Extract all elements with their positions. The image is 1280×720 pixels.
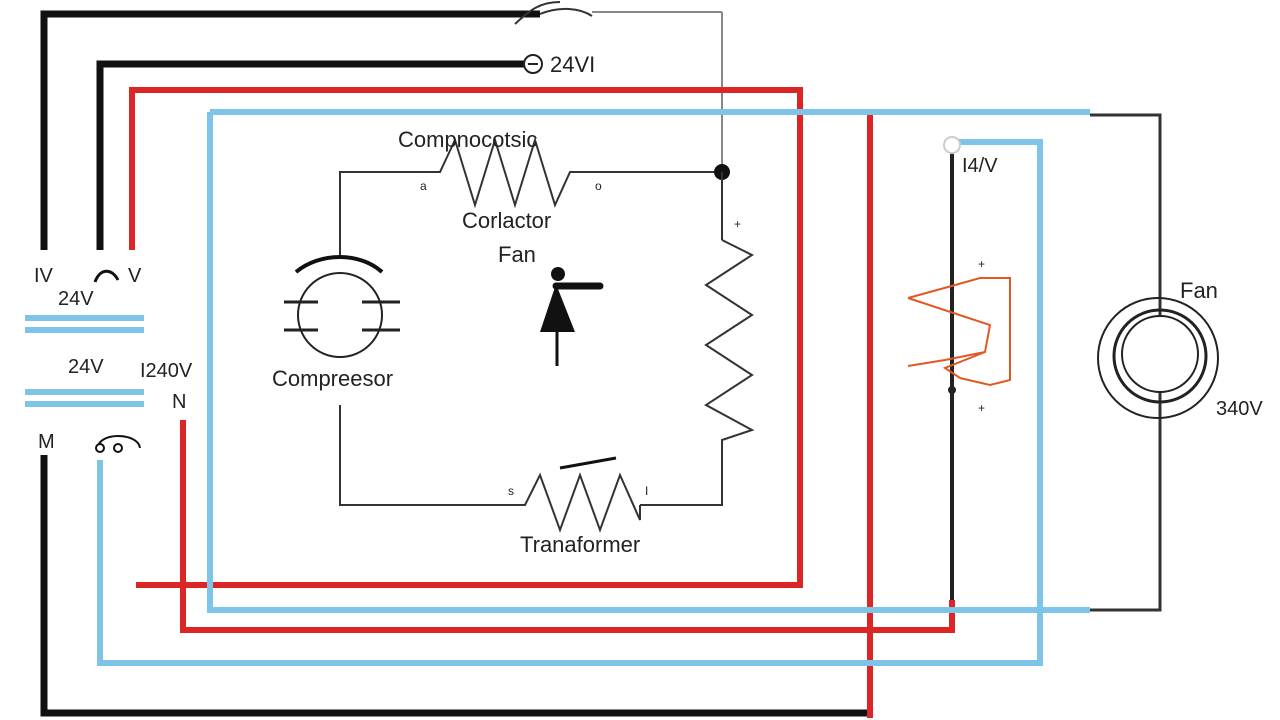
black-wire-outer-lower: [40, 455, 870, 717]
inner-circuit-top: [339, 171, 420, 255]
blue-wire-outer: [97, 139, 1043, 666]
connector-dot-b: [113, 443, 123, 453]
fan-motor-ring: [1112, 308, 1208, 404]
top-voltage-label: 24VI: [550, 52, 595, 77]
red-wire-lower: [180, 420, 955, 633]
compressor-contact-label: Compnocotsic: [398, 127, 537, 152]
plus-upper: +: [978, 257, 985, 271]
connector-left-top: [93, 269, 120, 283]
plus-lower: +: [978, 401, 985, 415]
resistor-right: [640, 239, 755, 506]
compressor-arc: [294, 255, 384, 274]
fan-voltage-label: 340V: [1216, 398, 1263, 420]
fan-right-label: Fan: [1180, 278, 1218, 303]
left-240v-label: I240V: [140, 360, 193, 382]
switch-symbol: [514, 1, 593, 25]
junction-right-top: [943, 136, 961, 154]
blue-wire-left: [207, 112, 1090, 613]
resistor-top: [420, 136, 722, 209]
orange-element: [907, 277, 1011, 387]
left-1v-label: IV: [34, 265, 54, 287]
fan-body: [540, 284, 575, 332]
red-wire-loop: [129, 87, 803, 588]
terminal-mark-3: s: [508, 484, 514, 498]
fan-head: [551, 267, 565, 281]
connector-dot-a: [95, 443, 105, 453]
terminal-mark-4: I: [645, 484, 648, 498]
black-wire-inner: [96, 60, 525, 250]
compressor-label: Compreesor: [272, 366, 393, 391]
fan-center-label: Fan: [498, 242, 536, 267]
left-n-label: N: [172, 391, 186, 413]
black-wire-outer: [40, 10, 540, 250]
compressor-circle: [297, 272, 383, 358]
left-v-label: V: [128, 265, 142, 287]
plus-right-resistor: +: [734, 217, 741, 231]
junction-lower-right: [948, 386, 956, 394]
fan-motor-inner: [1121, 315, 1199, 393]
fan-motor-outer: [1097, 297, 1219, 419]
transformer-switch: [559, 456, 617, 470]
compressor-bar-left: [284, 300, 318, 332]
left-24v-label-a: 24V: [58, 288, 94, 310]
left-24v-label-b: 24V: [68, 356, 104, 378]
terminal-mark-1: a: [420, 179, 427, 193]
left-m-label: M: [38, 431, 55, 453]
transformer-label: Tranaformer: [520, 532, 640, 557]
terminal-mark-2: o: [595, 179, 602, 193]
resistor-bottom: [339, 405, 641, 533]
compressor-bar-right: [362, 300, 400, 332]
right-voltage-label: I4/V: [962, 155, 998, 177]
contactor-label: Corlactor: [462, 208, 551, 233]
